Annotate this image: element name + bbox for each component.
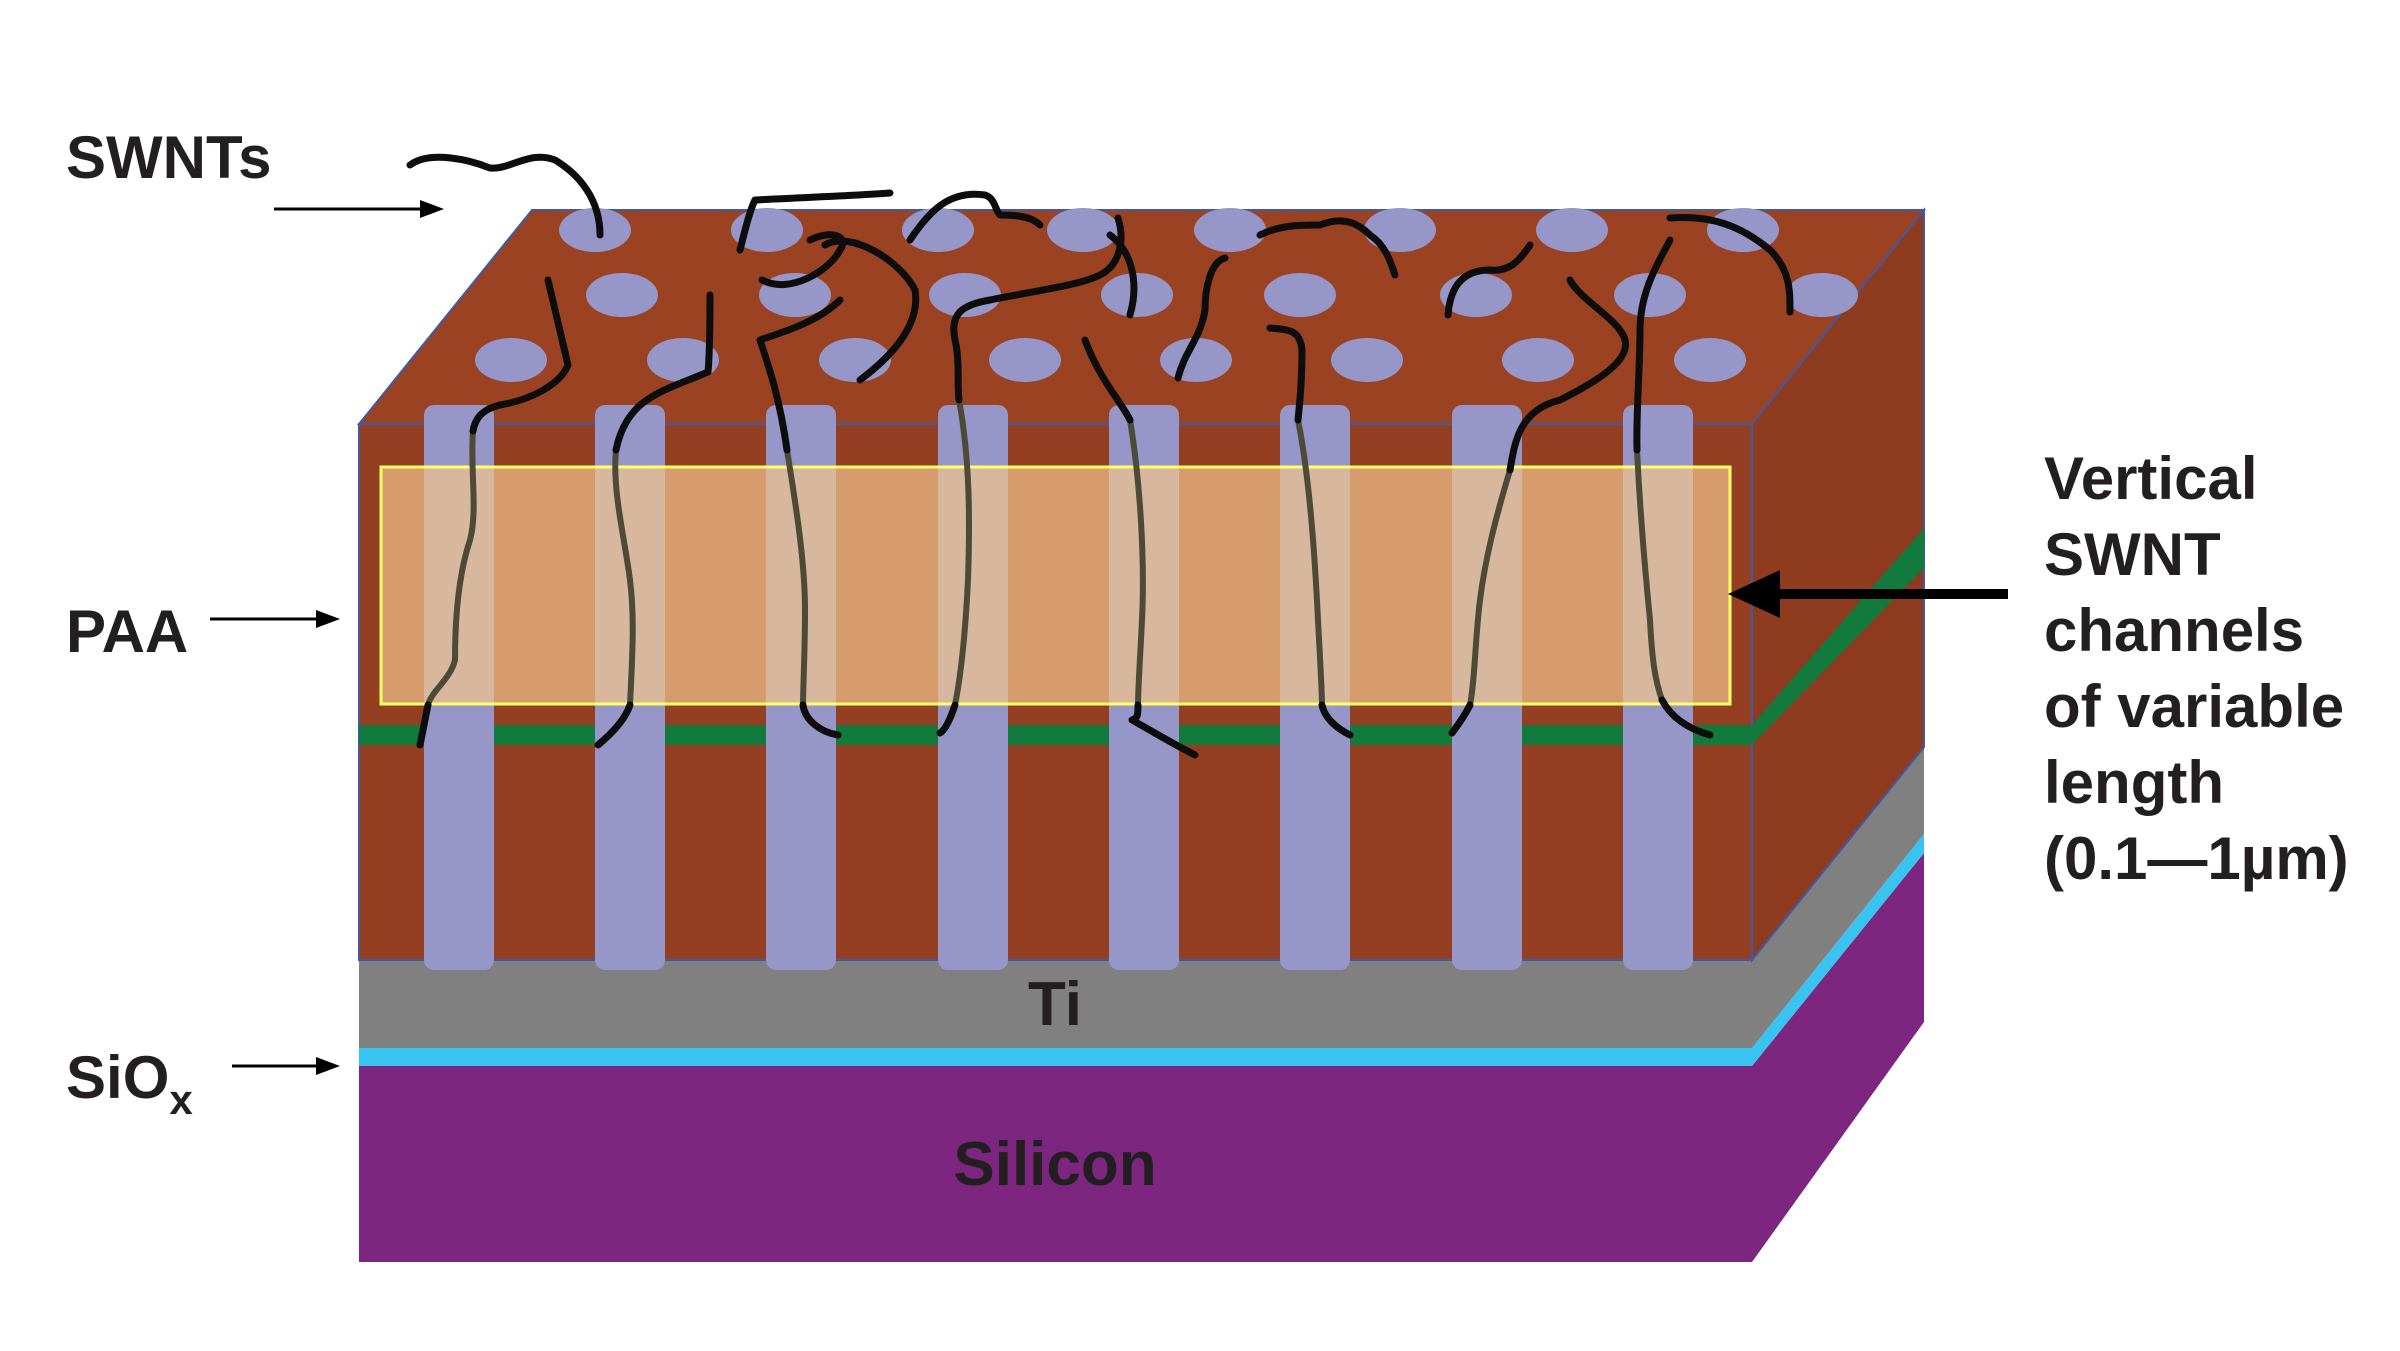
channels-label-line: of variable <box>2044 673 2344 740</box>
silicon-side-face <box>1752 853 1924 1262</box>
nanotube <box>612 291 714 454</box>
siox-label-subscript: x <box>169 1076 193 1123</box>
siox-side-face <box>1752 834 1924 1066</box>
nanotubes-inside <box>425 397 1665 708</box>
nanotube <box>612 447 636 708</box>
nanotube <box>1106 231 1138 319</box>
ti-side-face <box>1752 747 1924 1048</box>
nanotube <box>594 701 634 749</box>
nanotube <box>1506 276 1629 474</box>
siox-front-face <box>359 1048 1752 1066</box>
nanotube <box>1295 417 1325 708</box>
nanotube <box>1634 447 1665 703</box>
nanotube <box>936 701 959 737</box>
nanotube <box>416 701 432 749</box>
paa-pointer-arrow <box>210 610 340 628</box>
pore-opening <box>1331 338 1403 382</box>
nanotube <box>906 190 1044 244</box>
nanotube <box>1256 217 1399 279</box>
nanotube <box>1666 214 1794 316</box>
ti-front-face <box>359 960 1752 1048</box>
silicon-layer <box>359 853 1924 1262</box>
nanotube <box>1128 701 1199 759</box>
nanotube <box>1444 241 1534 319</box>
pore-opening <box>1264 273 1336 317</box>
swnts-pointer-arrow <box>274 200 444 218</box>
channels-label-line: length <box>2044 749 2224 816</box>
nanotube <box>952 397 973 708</box>
nanotube <box>756 296 844 454</box>
pore-openings <box>475 208 1858 382</box>
nanotube <box>821 237 920 384</box>
channels-label-line: Vertical <box>2044 445 2258 512</box>
nanotube <box>1081 336 1134 424</box>
swnts-label: SWNTs <box>66 124 272 191</box>
siox-layer <box>359 834 1924 1066</box>
nanotube <box>784 447 808 708</box>
pore-opening <box>1364 208 1436 252</box>
pore-opening <box>1502 338 1574 382</box>
pore-opening <box>989 338 1061 382</box>
pore-opening <box>1194 208 1266 252</box>
nanotube <box>1174 254 1229 382</box>
nanotube <box>950 214 1125 404</box>
pore-opening <box>559 208 631 252</box>
pore-opening <box>1536 208 1608 252</box>
silicon-label: Silicon <box>953 1130 1156 1199</box>
channels-label-line: channels <box>2044 597 2304 664</box>
pore-opening <box>647 338 719 382</box>
nanotube <box>1318 701 1354 739</box>
pore-opening <box>1786 273 1858 317</box>
siox-pointer-arrow <box>232 1057 340 1075</box>
nanotube <box>758 231 846 288</box>
nanotube <box>425 428 477 708</box>
channels-label: Vertical SWNT channels of variable lengt… <box>2044 445 2361 892</box>
silicon-front-face <box>359 1066 1752 1262</box>
channels-label-line: SWNT <box>2044 521 2221 588</box>
pore-opening <box>902 208 974 252</box>
nanotube <box>1658 696 1714 739</box>
pore-opening <box>1674 338 1746 382</box>
pore-opening <box>475 338 547 382</box>
paa-label: PAA <box>66 598 188 665</box>
ti-layer <box>359 747 1924 1048</box>
pore-opening <box>586 273 658 317</box>
nanotube <box>1266 324 1306 424</box>
siox-label-main: SiO <box>66 1044 169 1111</box>
pore-opening <box>929 273 1001 317</box>
nanotube <box>1448 701 1474 737</box>
nanotube <box>799 701 842 739</box>
nanotube <box>1127 417 1146 708</box>
pore-opening <box>1047 208 1119 252</box>
nanotube <box>1467 467 1513 708</box>
nanotube <box>469 276 572 435</box>
channel-highlight-box <box>379 465 1732 706</box>
green-band-front <box>359 725 1752 745</box>
channels-label-line: (0.1—1µm) <box>2044 825 2349 892</box>
green-band-side <box>1752 528 1924 745</box>
channels-pointer-arrow <box>1728 570 2008 618</box>
siox-label: SiOx <box>66 1044 193 1123</box>
ti-label: Ti <box>1028 970 1082 1039</box>
nanotube <box>406 153 604 239</box>
nanotube <box>1633 236 1674 454</box>
nanotube <box>736 189 894 254</box>
pore-opening <box>1614 273 1686 317</box>
nanotubes-visible <box>406 153 1794 759</box>
